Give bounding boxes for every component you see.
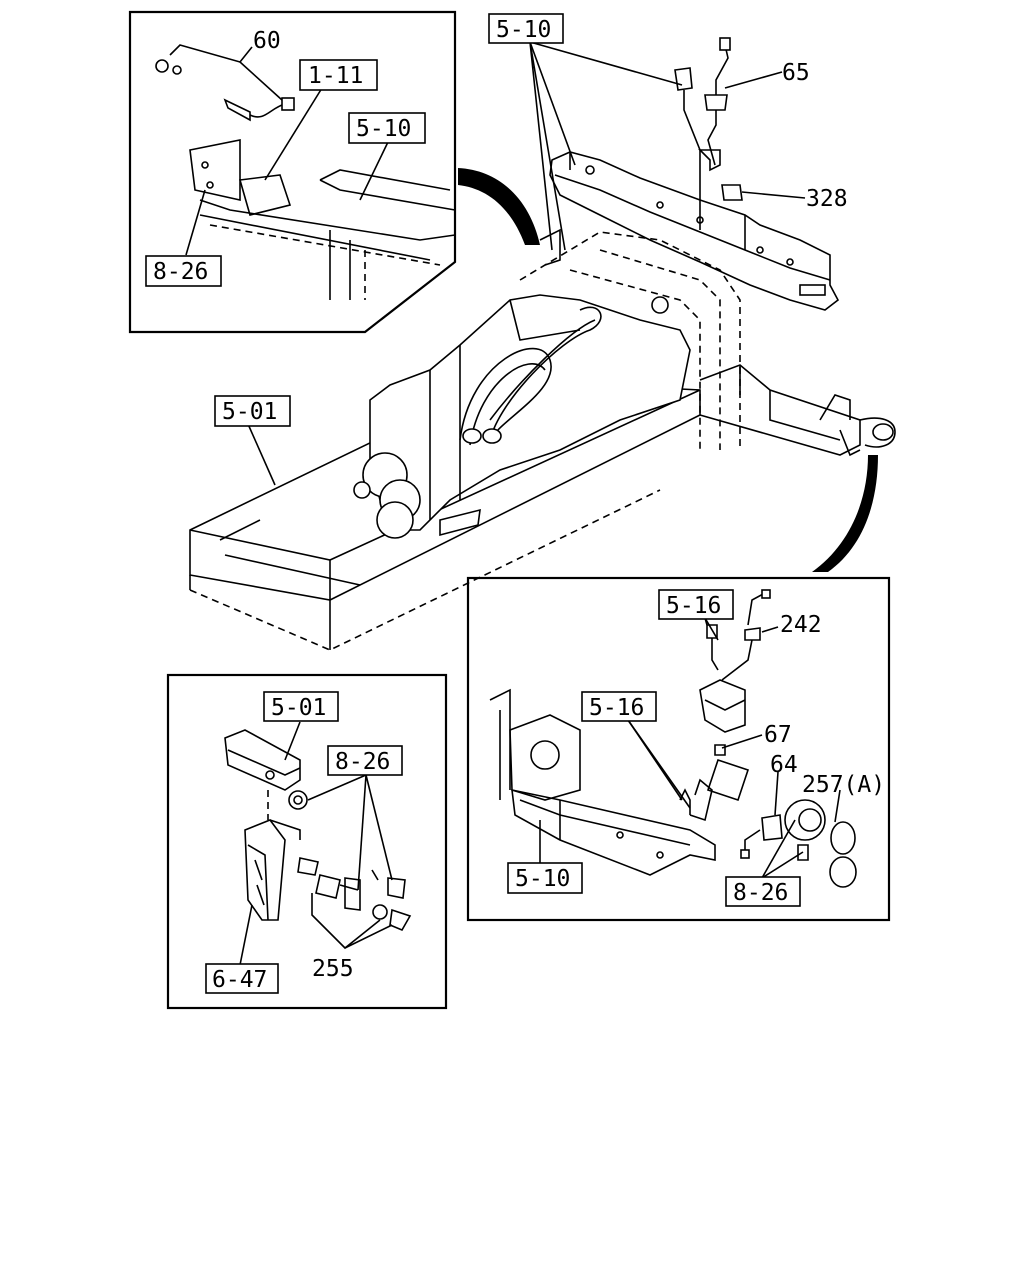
callout-ref-1-11: 1-11 — [308, 63, 363, 89]
callout-ref-5-16-top: 5-16 — [666, 593, 721, 619]
callout-part-328: 328 — [806, 186, 848, 212]
callouts: 60 65 328 242 67 64 257(A) 255 1-11 5-10… — [145, 13, 885, 994]
callout-part-67: 67 — [764, 722, 792, 748]
arrow-top-left — [458, 168, 540, 245]
main-assembly — [189, 231, 896, 651]
callout-ref-5-10-top: 5-10 — [496, 17, 551, 43]
callout-part-65: 65 — [782, 60, 810, 86]
callout-ref-5-10-inset: 5-10 — [356, 116, 411, 142]
callout-ref-8-26-right: 8-26 — [733, 880, 788, 906]
callout-ref-5-01-main: 5-01 — [222, 399, 277, 425]
arrow-right — [812, 455, 878, 572]
callout-ref-6-47: 6-47 — [212, 967, 267, 993]
callout-part-255: 255 — [312, 956, 354, 982]
inset-top-left — [128, 10, 457, 334]
callout-part-64: 64 — [770, 752, 798, 778]
callout-ref-5-10-right: 5-10 — [515, 866, 570, 892]
crossmember-top — [539, 37, 840, 311]
inset-right — [466, 576, 891, 922]
inset-bottom-left — [166, 673, 448, 1010]
callout-part-60: 60 — [253, 28, 281, 54]
callout-ref-5-16-mid: 5-16 — [589, 695, 644, 721]
callout-part-257a: 257(A) — [802, 772, 885, 798]
callout-ref-8-26-bottom: 8-26 — [335, 749, 390, 775]
callout-part-242: 242 — [780, 612, 822, 638]
leaders-top-5-10 — [247, 41, 806, 486]
callout-ref-5-01-bottom: 5-01 — [271, 695, 326, 721]
callout-ref-8-26-inset: 8-26 — [153, 259, 208, 285]
